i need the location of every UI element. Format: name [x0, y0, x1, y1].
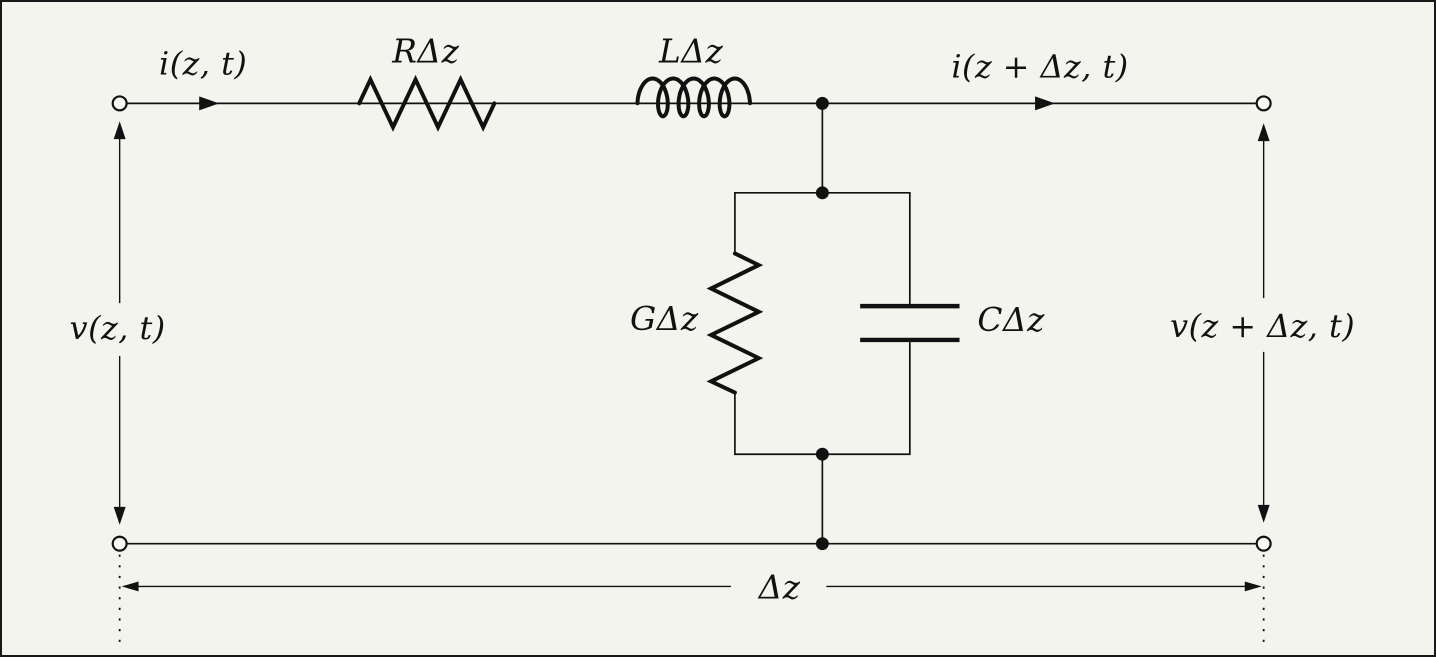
arrowhead-down-left-icon — [113, 506, 126, 525]
junction-node-box-bottom — [815, 447, 829, 461]
current-right-label: i(z + Δz, t) — [951, 49, 1128, 86]
current-arrow-right-icon — [1035, 96, 1055, 111]
resistor-label: RΔz — [391, 33, 459, 71]
terminal-top-right — [1255, 95, 1272, 112]
arrowhead-up-right-icon — [1257, 123, 1270, 142]
background — [4, 2, 1432, 655]
delta-z-length-label: Δz — [757, 568, 801, 606]
shunt-conductance-resistor — [706, 251, 764, 395]
current-left-label: i(z, t) — [159, 46, 247, 83]
inductor-label: LΔz — [658, 33, 723, 71]
junction-node-bottom — [815, 537, 829, 551]
voltage-left-label: v(z, t) — [70, 310, 166, 347]
voltage-right-label: v(z + Δz, t) — [1170, 308, 1355, 345]
junction-node-box-top — [815, 186, 829, 200]
series-inductor-coil — [635, 76, 752, 119]
series-resistor — [357, 74, 497, 132]
junction-node-top — [815, 96, 829, 110]
terminal-bottom-right — [1255, 535, 1272, 552]
current-arrow-left-icon — [199, 96, 220, 111]
terminal-top-left — [111, 95, 128, 112]
dimension-arrowhead-left-icon — [121, 581, 139, 592]
conductance-label: GΔz — [630, 300, 699, 338]
arrowhead-up-left-icon — [113, 121, 126, 140]
terminal-bottom-left — [111, 535, 128, 552]
dimension-arrowhead-right-icon — [1244, 581, 1262, 592]
arrowhead-down-right-icon — [1257, 504, 1270, 523]
capacitor-label: CΔz — [977, 301, 1045, 339]
